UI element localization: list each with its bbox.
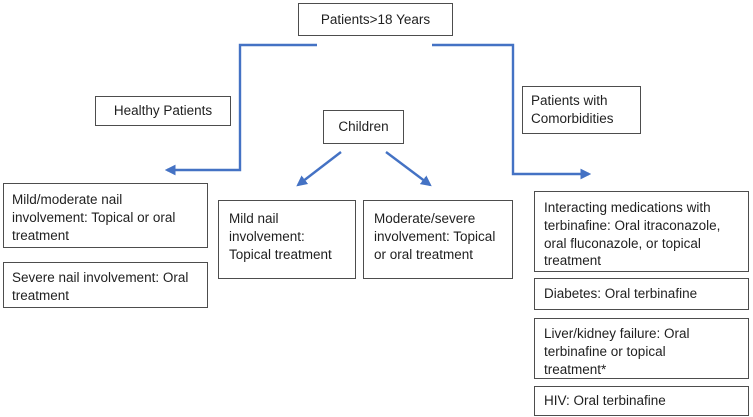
node-patients-with-comorbidities: Patients with Comorbidities — [522, 86, 641, 134]
node-children: Children — [323, 110, 404, 144]
node-healthy-patients: Healthy Patients — [95, 96, 231, 126]
node-diabetes: Diabetes: Oral terbinafine — [534, 278, 749, 310]
node-moderate-severe-involvement: Moderate/severe involvement: Topical or … — [363, 200, 513, 279]
node-interacting-medications: Interacting medications with terbinafine… — [534, 191, 749, 272]
node-patients-over-18-years: Patients>18 Years — [298, 3, 453, 36]
node-liver-kidney-failure: Liver/kidney failure: Oral terbinafine o… — [534, 318, 749, 379]
arrow-children-to-mild — [296, 151, 342, 187]
node-mild-nail-involvement: Mild nail involvement: Topical treatment — [218, 200, 356, 279]
node-mild-moderate-nail-involvement: Mild/moderate nail involvement: Topical … — [3, 183, 208, 248]
node-severe-nail-involvement: Severe nail involvement: Oral treatment — [3, 262, 208, 308]
arrow-children-to-moderate-severe — [385, 151, 432, 187]
node-hiv: HIV: Oral terbinafine — [534, 386, 749, 416]
